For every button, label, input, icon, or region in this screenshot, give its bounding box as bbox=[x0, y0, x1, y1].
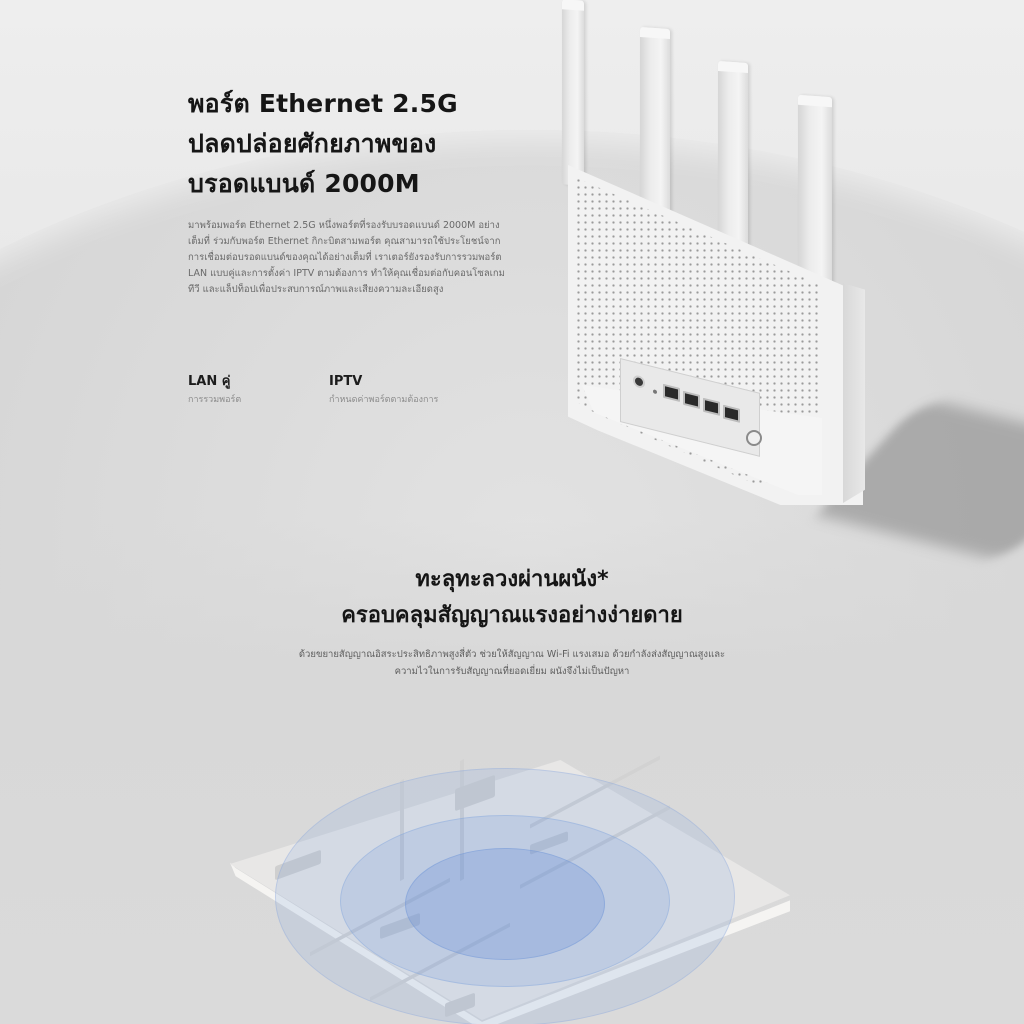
antenna-1 bbox=[562, 0, 584, 186]
antenna-2 bbox=[640, 26, 670, 225]
feature-dual-lan: LAN คู่ การรวมพอร์ต bbox=[188, 372, 329, 408]
feature-list: LAN คู่ การรวมพอร์ต IPTV กำหนดค่าพอร์ตตา… bbox=[188, 372, 470, 408]
description-line: ด้วยขยายสัญญาณอิสระประสิทธิภาพสูงสี่ตัว … bbox=[298, 649, 726, 660]
headline-line: ครอบคลุมสัญญาณแรงอย่างง่ายดาย bbox=[341, 603, 683, 628]
feature-description: การรวมพอร์ต bbox=[188, 395, 242, 405]
coverage-headline: ทะลุทะลวงผ่านผนัง* ครอบคลุมสัญญาณแรงอย่า… bbox=[0, 562, 1024, 634]
description-line: ความไวในการรับสัญญาณที่ยอดเยี่ยม ผนังจึง… bbox=[394, 666, 630, 677]
ethernet-headline: พอร์ต Ethernet 2.5G ปลดปล่อยศักยภาพของ บ… bbox=[188, 84, 518, 204]
router-side-panel bbox=[843, 283, 865, 503]
headline-line: ปลดปล่อยศักยภาพของ bbox=[188, 129, 437, 158]
coverage-description: ด้วยขยายสัญญาณอิสระประสิทธิภาพสูงสี่ตัว … bbox=[0, 646, 1024, 680]
headline-line: ทะลุทะลวงผ่านผนัง* bbox=[415, 567, 609, 592]
ethernet-port-icon bbox=[663, 383, 680, 402]
feature-title: LAN คู่ bbox=[188, 374, 231, 389]
headline-line: พอร์ต Ethernet 2.5G bbox=[188, 89, 458, 118]
wifi-coverage-inner-icon bbox=[405, 848, 605, 960]
ethernet-port-icon bbox=[683, 390, 700, 409]
feature-description: กำหนดค่าพอร์ตตามต้องการ bbox=[329, 395, 439, 405]
router-image bbox=[560, 0, 870, 512]
headline-line: บรอดแบนด์ 2000M bbox=[188, 169, 420, 198]
ethernet-section: พอร์ต Ethernet 2.5G ปลดปล่อยศักยภาพของ บ… bbox=[188, 84, 518, 298]
coverage-section: ทะลุทะลวงผ่านผนัง* ครอบคลุมสัญญาณแรงอย่า… bbox=[0, 562, 1024, 680]
reset-button-icon bbox=[746, 430, 762, 446]
ethernet-port-icon bbox=[723, 404, 740, 423]
floorplan-image bbox=[220, 720, 800, 1024]
status-led-icon bbox=[653, 389, 657, 395]
power-port-icon bbox=[633, 374, 645, 390]
antenna-3 bbox=[718, 60, 748, 254]
feature-iptv: IPTV กำหนดค่าพอร์ตตามต้องการ bbox=[329, 372, 470, 408]
ethernet-port-icon bbox=[703, 397, 720, 416]
ethernet-description: มาพร้อมพอร์ต Ethernet 2.5G หนึ่งพอร์ตที่… bbox=[188, 220, 505, 295]
feature-title: IPTV bbox=[329, 374, 363, 389]
